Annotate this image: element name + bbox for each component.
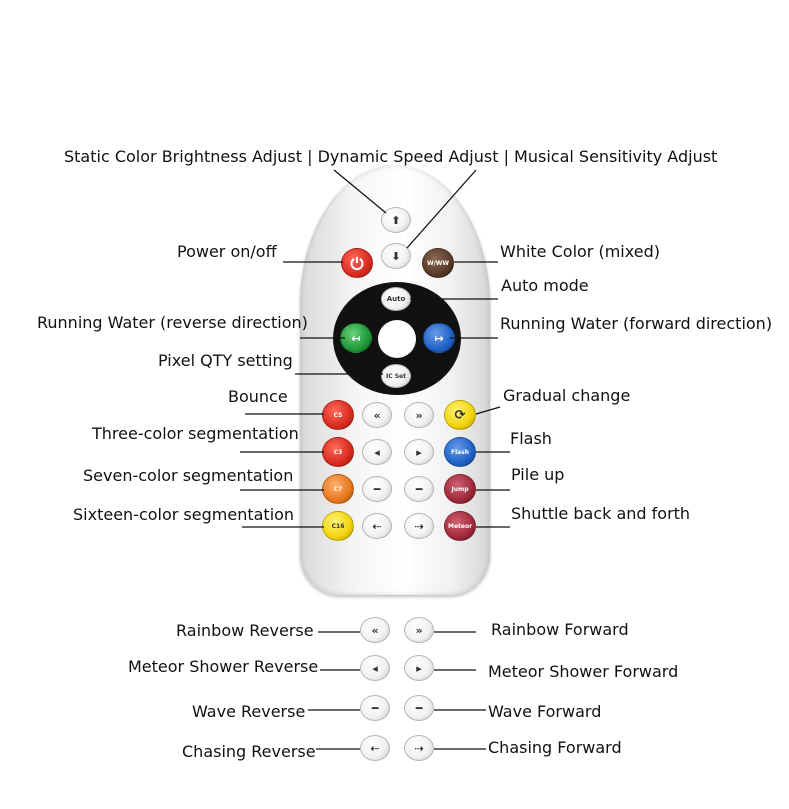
label-three-color: Three-color segmentation — [92, 425, 299, 443]
label-wave-reverse: Wave Reverse — [192, 703, 305, 721]
label-auto-mode: Auto mode — [501, 277, 589, 295]
label-power: Power on/off — [177, 243, 277, 261]
label-shuttle: Shuttle back and forth — [511, 505, 690, 523]
label-flash: Flash — [510, 430, 552, 448]
label-meteor-reverse: Meteor Shower Reverse — [128, 658, 318, 676]
label-running-reverse: Running Water (reverse direction) — [37, 314, 308, 332]
label-running-forward: Running Water (forward direction) — [500, 315, 772, 333]
label-wave-forward: Wave Forward — [488, 703, 601, 721]
label-gradual: Gradual change — [503, 387, 630, 405]
label-chasing-forward: Chasing Forward — [488, 739, 622, 757]
label-top: Static Color Brightness Adjust | Dynamic… — [64, 148, 717, 166]
label-sixteen-color: Sixteen-color segmentation — [73, 506, 294, 524]
label-pixel-qty: Pixel QTY setting — [158, 352, 293, 370]
label-meteor-forward: Meteor Shower Forward — [488, 663, 678, 681]
label-seven-color: Seven-color segmentation — [83, 467, 293, 485]
label-white: White Color (mixed) — [500, 243, 660, 261]
label-rainbow-reverse: Rainbow Reverse — [176, 622, 314, 640]
label-rainbow-forward: Rainbow Forward — [491, 621, 629, 639]
label-bounce: Bounce — [228, 388, 288, 406]
label-pile-up: Pile up — [511, 466, 564, 484]
label-chasing-reverse: Chasing Reverse — [182, 743, 316, 761]
